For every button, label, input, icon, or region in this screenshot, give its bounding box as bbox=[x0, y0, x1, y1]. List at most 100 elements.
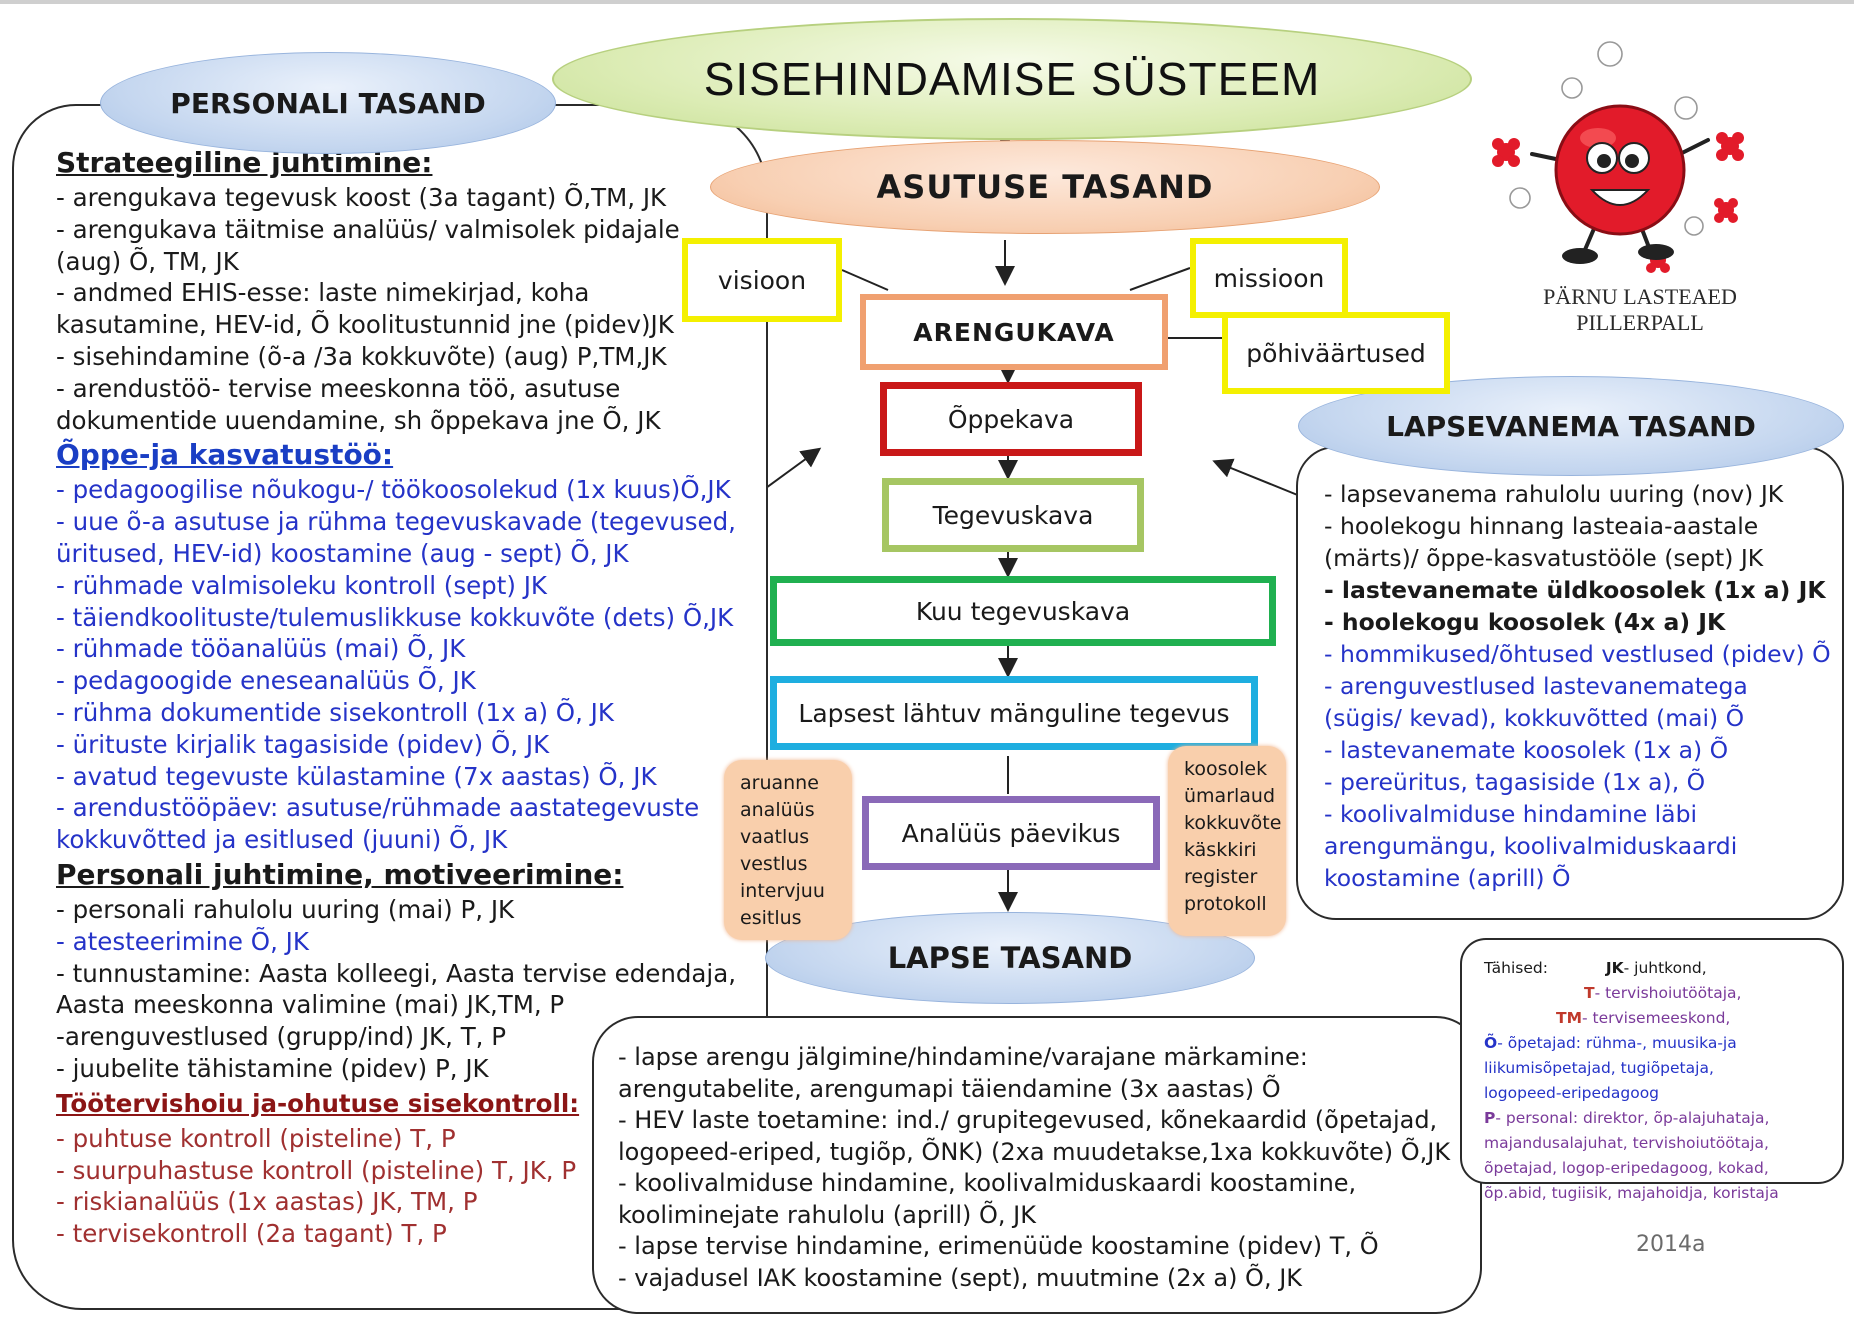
legend-row-jk: Tähised: JK- juhtkond, bbox=[1484, 956, 1834, 981]
personal-level-ellipse: PERSONALI TASAND bbox=[100, 52, 556, 154]
personnel-line-4: Aasta meeskonna valimine (mai) JK,TM, P bbox=[56, 990, 565, 1020]
method-right-1: koosolek bbox=[1184, 758, 1268, 780]
strategic-line-3: (aug) Õ, TM, JK bbox=[56, 246, 239, 276]
parent-line-1: - lapsevanema rahulolu uuring (nov) JK bbox=[1324, 480, 1784, 508]
strategic-line-8: dokumentide uuendamine, sh õppekava jne … bbox=[56, 405, 661, 435]
method-left-2: analüüs bbox=[740, 799, 815, 821]
parent-level-ellipse: LAPSEVANEMA TASAND bbox=[1298, 376, 1844, 476]
parent-line-7: - arenguvestlused lastevanematega bbox=[1324, 672, 1748, 700]
legend-key-tm: TM bbox=[1556, 1009, 1582, 1027]
child-play-activity-box: Lapsest lähtuv mänguline tegevus bbox=[770, 676, 1258, 750]
legend-row-t: T- tervishoiutöötaja, bbox=[1484, 981, 1834, 1006]
legend-text-t: - tervishoiutöötaja, bbox=[1594, 984, 1742, 1002]
parent-line-2: - hoolekogu hinnang lasteaia-aastale bbox=[1324, 512, 1759, 540]
teaching-line-8: - rühma dokumentide sisekontroll (1x a) … bbox=[56, 697, 614, 727]
parent-line-9: - lastevanemate koosolek (1x a) Õ bbox=[1324, 736, 1729, 764]
development-plan-box: ARENGUKAVA bbox=[860, 294, 1168, 370]
strategic-line-4: - andmed EHIS-esse: laste nimekirjad, ko… bbox=[56, 278, 590, 308]
mission-box: missioon bbox=[1190, 238, 1348, 318]
page-title: SISEHINDAMISE SÜSTEEM bbox=[552, 18, 1472, 140]
methods-left-box: aruanne analüüs vaatlus vestlus intervju… bbox=[724, 760, 852, 940]
child-line-7: - lapse tervise hindamine, erimenüüde ko… bbox=[618, 1232, 1379, 1260]
legend-p-line-2: õpetajad, logop-eripedagoog, kokad, bbox=[1484, 1159, 1769, 1177]
personnel-line-2: - atesteerimine Õ, JK bbox=[56, 926, 309, 956]
legend-row-o: Õ- õpetajad: rühma-, muusika-ja bbox=[1484, 1031, 1834, 1056]
legend-key-o: Õ bbox=[1484, 1034, 1498, 1052]
parent-level-panel: - lapsevanema rahulolu uuring (nov) JK -… bbox=[1296, 446, 1844, 920]
safety-line-1: - puhtuse kontroll (pisteline) T, P bbox=[56, 1123, 456, 1153]
method-right-2: ümarlaud bbox=[1184, 785, 1276, 807]
parent-line-5: - hoolekogu koosolek (4x a) JK bbox=[1324, 608, 1726, 636]
action-plan-box: Tegevuskava bbox=[882, 478, 1144, 552]
teaching-line-2: - uue õ-a asutuse ja rühma tegevuskavade… bbox=[56, 507, 736, 537]
strategic-line-6: - sisehindamine (õ-a /3a kokkuvõte) (aug… bbox=[56, 341, 667, 371]
arrow-right-panel-center bbox=[1212, 458, 1301, 497]
strategic-line-1: - arengukava tegevusk koost (3a tagant) … bbox=[56, 183, 667, 212]
legend-text-jk: - juhtkond, bbox=[1623, 959, 1707, 977]
legend-o-line-1: liikumisõpetajad, tugiõpetaja, bbox=[1484, 1059, 1714, 1077]
teaching-line-7: - pedagoogide eneseanalüüs Õ, JK bbox=[56, 666, 476, 696]
method-right-5: register bbox=[1184, 866, 1258, 888]
method-left-3: vaatlus bbox=[740, 826, 810, 848]
child-line-8: - vajadusel IAK koostamine (sept), muutm… bbox=[618, 1263, 1303, 1292]
method-right-6: protokoll bbox=[1184, 893, 1267, 915]
child-line-3: - HEV laste toetamine: ind./ grupitegevu… bbox=[618, 1106, 1438, 1134]
legend-row-p: P- personal: direktor, õp-alajuhataja, bbox=[1484, 1106, 1834, 1131]
teaching-line-3: üritused, HEV-id) koostamine (aug - sept… bbox=[56, 538, 629, 568]
personnel-line-3: - tunnustamine: Aasta kolleegi, Aasta te… bbox=[56, 958, 737, 988]
parent-line-3: (märts)/ õppe-kasvatustööle (sept) JK bbox=[1324, 544, 1764, 572]
strategic-line-2: - arengukava täitmise analüüs/ valmisole… bbox=[56, 214, 680, 244]
child-line-5: - koolivalmiduse hindamine, koolivalmidu… bbox=[618, 1169, 1357, 1197]
personnel-line-6: - juubelite tähistamine (pidev) P, JK bbox=[56, 1053, 489, 1083]
legend-row-tm: TM- tervisemeeskond, bbox=[1484, 1006, 1834, 1031]
legend-text-o: - õpetajad: rühma-, muusika-ja bbox=[1497, 1034, 1737, 1052]
monthly-plan-box: Kuu tegevuskava bbox=[770, 576, 1276, 646]
line-visioon-arengukava bbox=[841, 269, 889, 291]
safety-line-2: - suurpuhastuse kontroll (pisteline) T, … bbox=[56, 1155, 577, 1185]
heading-occupational-safety: Töötervishoiu ja-ohutuse sisekontroll: bbox=[56, 1088, 580, 1118]
heading-personnel-management: Personali juhtimine, motiveerimine: bbox=[56, 857, 624, 891]
teaching-line-10: - avatud tegevuste külastamine (7x aasta… bbox=[56, 761, 657, 791]
strategic-line-7: - arendustöö- tervise meeskonna töö, asu… bbox=[56, 373, 621, 403]
safety-line-4: - tervisekontroll (2a tagant) T, P bbox=[56, 1219, 447, 1249]
parent-line-12: arengumängu, koolivalmiduskaardi bbox=[1324, 832, 1738, 860]
diary-analysis-box: Analüüs päevikus bbox=[862, 796, 1160, 870]
child-line-6: kooliminejate rahulolu (aprill) Õ, JK bbox=[618, 1200, 1036, 1229]
institution-level-ellipse: ASUTUSE TASAND bbox=[710, 140, 1380, 234]
child-line-2: arengutabelite, arengumapi täiendamine (… bbox=[618, 1074, 1281, 1103]
legend-key-p: P bbox=[1484, 1109, 1496, 1127]
teaching-line-12: kokkuvõtted ja esitlused (juuni) Õ, JK bbox=[56, 825, 508, 855]
legend-key-jk: JK bbox=[1605, 959, 1624, 977]
teaching-line-6: - rühmade tööanalüüs (mai) Õ, JK bbox=[56, 634, 466, 664]
child-level-panel: - lapse arengu jälgimine/hindamine/varaj… bbox=[592, 1016, 1482, 1314]
vision-box: visioon bbox=[682, 238, 842, 322]
method-left-1: aruanne bbox=[740, 772, 819, 794]
core-values-box: põhiväärtused bbox=[1222, 312, 1450, 394]
year-label: 2014a bbox=[1636, 1232, 1706, 1257]
parent-line-6: - hommikused/õhtused vestlused (pidev) Õ bbox=[1324, 640, 1831, 668]
safety-line-3: - riskianalüüs (1x aastas) JK, TM, P bbox=[56, 1187, 478, 1217]
teaching-line-9: - ürituste kirjalik tagasiside (pidev) Õ… bbox=[56, 729, 550, 759]
child-line-1: - lapse arengu jälgimine/hindamine/varaj… bbox=[618, 1043, 1308, 1071]
logo-line-2: PILLERPALL bbox=[1576, 310, 1704, 335]
legend-p-line-3: õp.abid, tugiisik, majahoidja, koristaja bbox=[1484, 1184, 1779, 1202]
legend-text-tm: - tervisemeeskond, bbox=[1582, 1009, 1731, 1027]
parent-line-4: - lastevanemate üldkoosolek (1x a) JK bbox=[1324, 576, 1826, 604]
legend-panel: Tähised: JK- juhtkond, T- tervishoiutööt… bbox=[1460, 938, 1844, 1202]
legend-text-p: - personal: direktor, õp-alajuhataja, bbox=[1495, 1109, 1770, 1127]
parent-line-10: - pereüritus, tagasiside (1x a), Õ bbox=[1324, 768, 1706, 796]
personal-level-panel: Strateegiline juhtimine: - arengukava te… bbox=[12, 104, 768, 1310]
pillerpall-mascot-icon bbox=[1492, 41, 1744, 273]
teaching-line-1: - pedagoogilise nõukogu-/ töökoosolekud … bbox=[56, 475, 731, 505]
parent-line-13: koostamine (aprill) Õ bbox=[1324, 864, 1571, 892]
line-missioon-arengukava bbox=[1129, 267, 1191, 291]
personnel-line-1: - personali rahulolu uuring (mai) P, JK bbox=[56, 894, 515, 924]
methods-right-box: koosolek ümarlaud kokkuvõte käskkiri reg… bbox=[1168, 746, 1286, 936]
personnel-line-5: -arenguvestlused (grupp/ind) JK, T, P bbox=[56, 1022, 507, 1052]
curriculum-box: Õppekava bbox=[880, 382, 1142, 456]
strategic-line-5: kasutamine, HEV-id, Õ koolitustunnid jne… bbox=[56, 310, 674, 340]
parent-line-11: - koolivalmiduse hindamine läbi bbox=[1324, 800, 1698, 828]
teaching-line-11: - arendustööpäev: asutuse/rühmade aastat… bbox=[56, 793, 700, 823]
teaching-line-5: - täiendkoolituste/tulemuslikkuse kokkuv… bbox=[56, 602, 734, 632]
teaching-line-4: - rühmade valmisoleku kontroll (sept) JK bbox=[56, 570, 547, 600]
